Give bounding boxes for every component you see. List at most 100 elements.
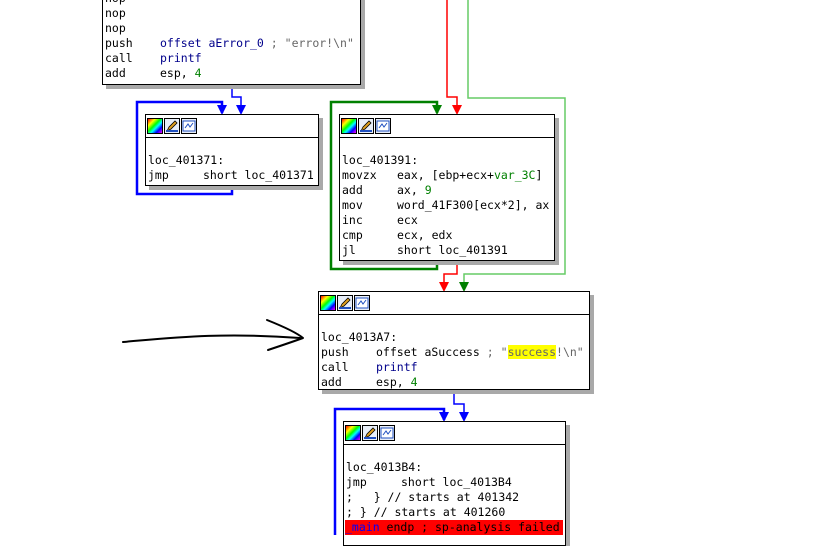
operand-var[interactable]: var_3C <box>493 168 536 182</box>
operand-ref[interactable]: short loc_4013B4 <box>401 475 512 489</box>
graph-node-loc-4013A7[interactable]: loc_4013A7: push offset aSuccess ; "succe… <box>318 291 590 390</box>
mnemonic: nop <box>105 6 126 20</box>
asm-line: inc ecx <box>342 213 552 228</box>
operand-ref[interactable]: offset aSuccess <box>376 345 480 359</box>
asm-line: mov word_41F300[ecx*2], ax <box>342 198 552 213</box>
mnemonic: mov <box>342 198 363 212</box>
asm-comment: ; } // starts at 401260 <box>346 505 506 519</box>
edit-node-icon[interactable] <box>358 118 374 134</box>
asm-line: jmp short loc_401371 <box>148 168 316 183</box>
mnemonic: add <box>105 66 126 80</box>
asm-line: add esp, 4 <box>105 66 358 81</box>
asm-line: jmp short loc_4013B4 <box>346 475 563 490</box>
operand-ref[interactable]: printf <box>160 51 202 65</box>
edge-arrow-head <box>236 105 246 115</box>
endp-text: endp ; sp-analysis failed <box>379 520 560 534</box>
block-label[interactable]: loc_4013B4: <box>346 460 423 474</box>
blank-line <box>148 138 316 153</box>
mnemonic: jmp <box>148 168 169 182</box>
block-label[interactable]: loc_4013A7: <box>321 330 398 344</box>
graph-node-loc-4013B4[interactable]: loc_4013B4: jmp short loc_4013B4 ; } // s… <box>343 421 566 546</box>
blank-line <box>342 138 552 153</box>
graph-edges <box>122 0 566 535</box>
edge-401391-self-loop <box>329 100 439 271</box>
operand: ax, <box>397 183 425 197</box>
color-palette-icon[interactable] <box>147 118 163 134</box>
operand: ecx, edx <box>397 228 453 242</box>
mnemonic: jmp <box>346 475 367 489</box>
graph-view-icon[interactable] <box>379 425 395 441</box>
operand: eax, [ebp+ecx+ <box>397 168 494 182</box>
blank-line <box>346 445 563 460</box>
mnemonic: movzx <box>342 168 377 182</box>
operand-number: 4 <box>410 375 418 389</box>
asm-line: jl short loc_401391 <box>342 243 552 258</box>
edge-arrow-head <box>432 105 442 115</box>
operand: esp, <box>376 375 411 389</box>
comment-string: "error!\n" <box>284 36 354 50</box>
comment: !\n" <box>556 345 584 359</box>
edge-401371-self-loop <box>135 100 234 196</box>
asm-line: push offset aSuccess ; "success!\n" <box>321 345 587 360</box>
operand-number: 4 <box>194 66 202 80</box>
annotation-arrow <box>122 334 301 343</box>
mnemonic: nop <box>105 21 126 35</box>
function-name[interactable]: _main <box>345 520 380 534</box>
edit-node-icon[interactable] <box>362 425 378 441</box>
endp-line-sp-analysis-failed: _main endp ; sp-analysis failed <box>345 520 563 535</box>
blank-line <box>321 315 587 330</box>
mnemonic: push <box>105 36 133 50</box>
node-toolbar <box>146 115 318 138</box>
graph-node-loc-401371[interactable]: loc_401371: jmp short loc_401371 <box>145 114 319 186</box>
color-palette-icon[interactable] <box>341 118 357 134</box>
mnemonic: call <box>105 51 133 65</box>
mnemonic: add <box>321 375 342 389</box>
asm-comment: ; } // starts at 401342 <box>346 490 520 504</box>
asm-line: add ax, 9 <box>342 183 552 198</box>
operand-ref[interactable]: short loc_401391 <box>397 243 508 257</box>
block-label[interactable]: loc_401391: <box>342 153 419 167</box>
operand-ref[interactable]: short loc_401371 <box>203 168 314 182</box>
asm-line: call printf <box>105 51 358 66</box>
edge-arrow-head <box>439 412 449 422</box>
asm-line: nop <box>105 0 358 6</box>
graph-view-icon[interactable] <box>375 118 391 134</box>
annotation-arrow-head <box>266 319 304 351</box>
comment: ; " <box>479 345 508 359</box>
operand: esp, <box>160 66 195 80</box>
edit-node-icon[interactable] <box>337 295 353 311</box>
mnemonic: inc <box>342 213 363 227</box>
operand-number: 9 <box>424 183 432 197</box>
search-highlight: success <box>507 345 557 359</box>
operand-ref[interactable]: offset aError_0 <box>160 36 264 50</box>
mnemonic: call <box>321 360 349 374</box>
block-label[interactable]: loc_401371: <box>148 153 225 167</box>
graph-view-icon[interactable] <box>181 118 197 134</box>
graph-view-icon[interactable] <box>354 295 370 311</box>
mnemonic: push <box>321 345 349 359</box>
operand-ref[interactable]: printf <box>376 360 418 374</box>
edge-arrow-head <box>459 412 469 422</box>
edge-arrow-head <box>439 282 449 292</box>
node-toolbar <box>319 292 589 315</box>
node-toolbar <box>340 115 554 138</box>
asm-line: call printf <box>321 360 587 375</box>
mnemonic: nop <box>105 0 160 6</box>
edit-node-icon[interactable] <box>164 118 180 134</box>
edge-arrow-head <box>459 282 469 292</box>
operand-ref[interactable]: word_41F300[ecx*2], ax <box>397 198 550 212</box>
edge-arrow-head <box>217 105 227 115</box>
color-palette-icon[interactable] <box>345 425 361 441</box>
mnemonic: jl <box>342 243 356 257</box>
mnemonic: add <box>342 183 363 197</box>
node-toolbar <box>344 422 565 445</box>
edge-in-true-4013A7 <box>463 0 566 290</box>
operand: ecx <box>397 213 418 227</box>
color-palette-icon[interactable] <box>320 295 336 311</box>
edge-arrow-head <box>452 105 462 115</box>
